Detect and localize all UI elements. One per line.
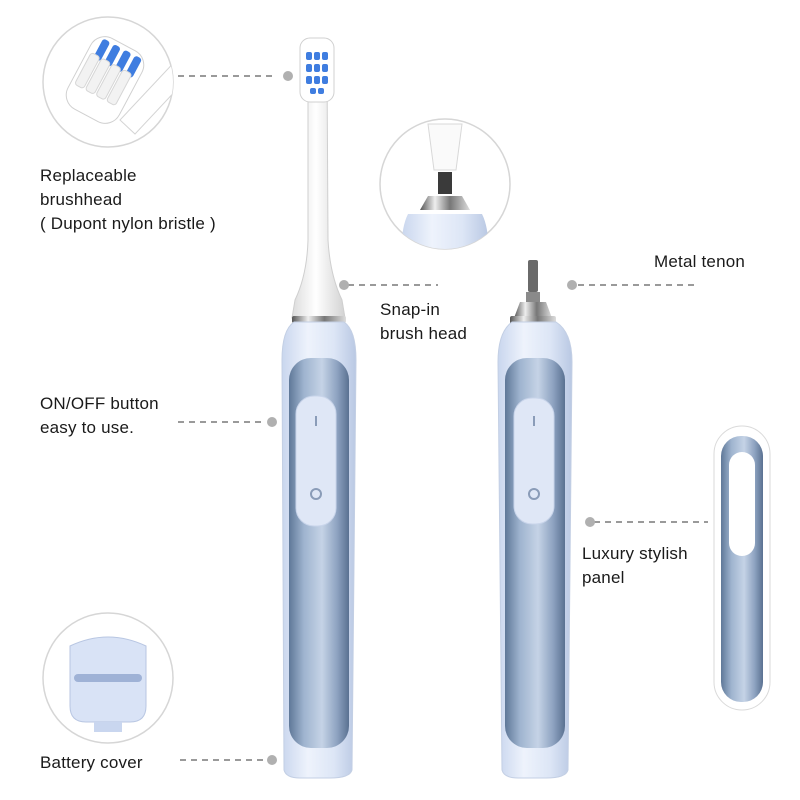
label-on-off-line2: easy to use. [40, 418, 135, 437]
label-brushhead: Replaceable brushhead ( Dupont nylon bri… [40, 164, 216, 236]
metal-tenon [528, 260, 538, 292]
label-snap-in-line2: brush head [380, 324, 468, 343]
label-panel-line1: Luxury stylish [582, 544, 688, 563]
panel-detail [713, 425, 771, 711]
toothbrush-left [281, 37, 357, 779]
label-panel: Luxury stylish panel [582, 542, 688, 590]
snap-in-closeup [379, 118, 511, 250]
label-brushhead-line1: Replaceable [40, 166, 137, 185]
label-battery-cover: Battery cover [40, 751, 143, 775]
label-on-off-line1: ON/OFF button [40, 394, 159, 413]
brushhead-closeup [42, 16, 174, 148]
label-brushhead-line2: brushhead [40, 190, 123, 209]
power-button-right[interactable] [513, 397, 555, 525]
battery-cover-closeup [42, 612, 174, 744]
label-metal-tenon-text: Metal tenon [654, 252, 746, 271]
bristles [299, 37, 335, 103]
label-brushhead-line3: ( Dupont nylon bristle ) [40, 214, 216, 233]
label-panel-line2: panel [582, 568, 625, 587]
leader-lines [178, 75, 708, 761]
label-battery-cover-text: Battery cover [40, 753, 143, 772]
label-metal-tenon: Metal tenon [654, 250, 745, 274]
label-snap-in-line1: Snap-in [380, 300, 440, 319]
leader-dots [267, 71, 595, 765]
toothbrush-right [497, 260, 573, 779]
label-snap-in: Snap-in brush head [380, 298, 467, 346]
power-button[interactable] [295, 395, 337, 527]
label-on-off: ON/OFF button easy to use. [40, 392, 159, 440]
